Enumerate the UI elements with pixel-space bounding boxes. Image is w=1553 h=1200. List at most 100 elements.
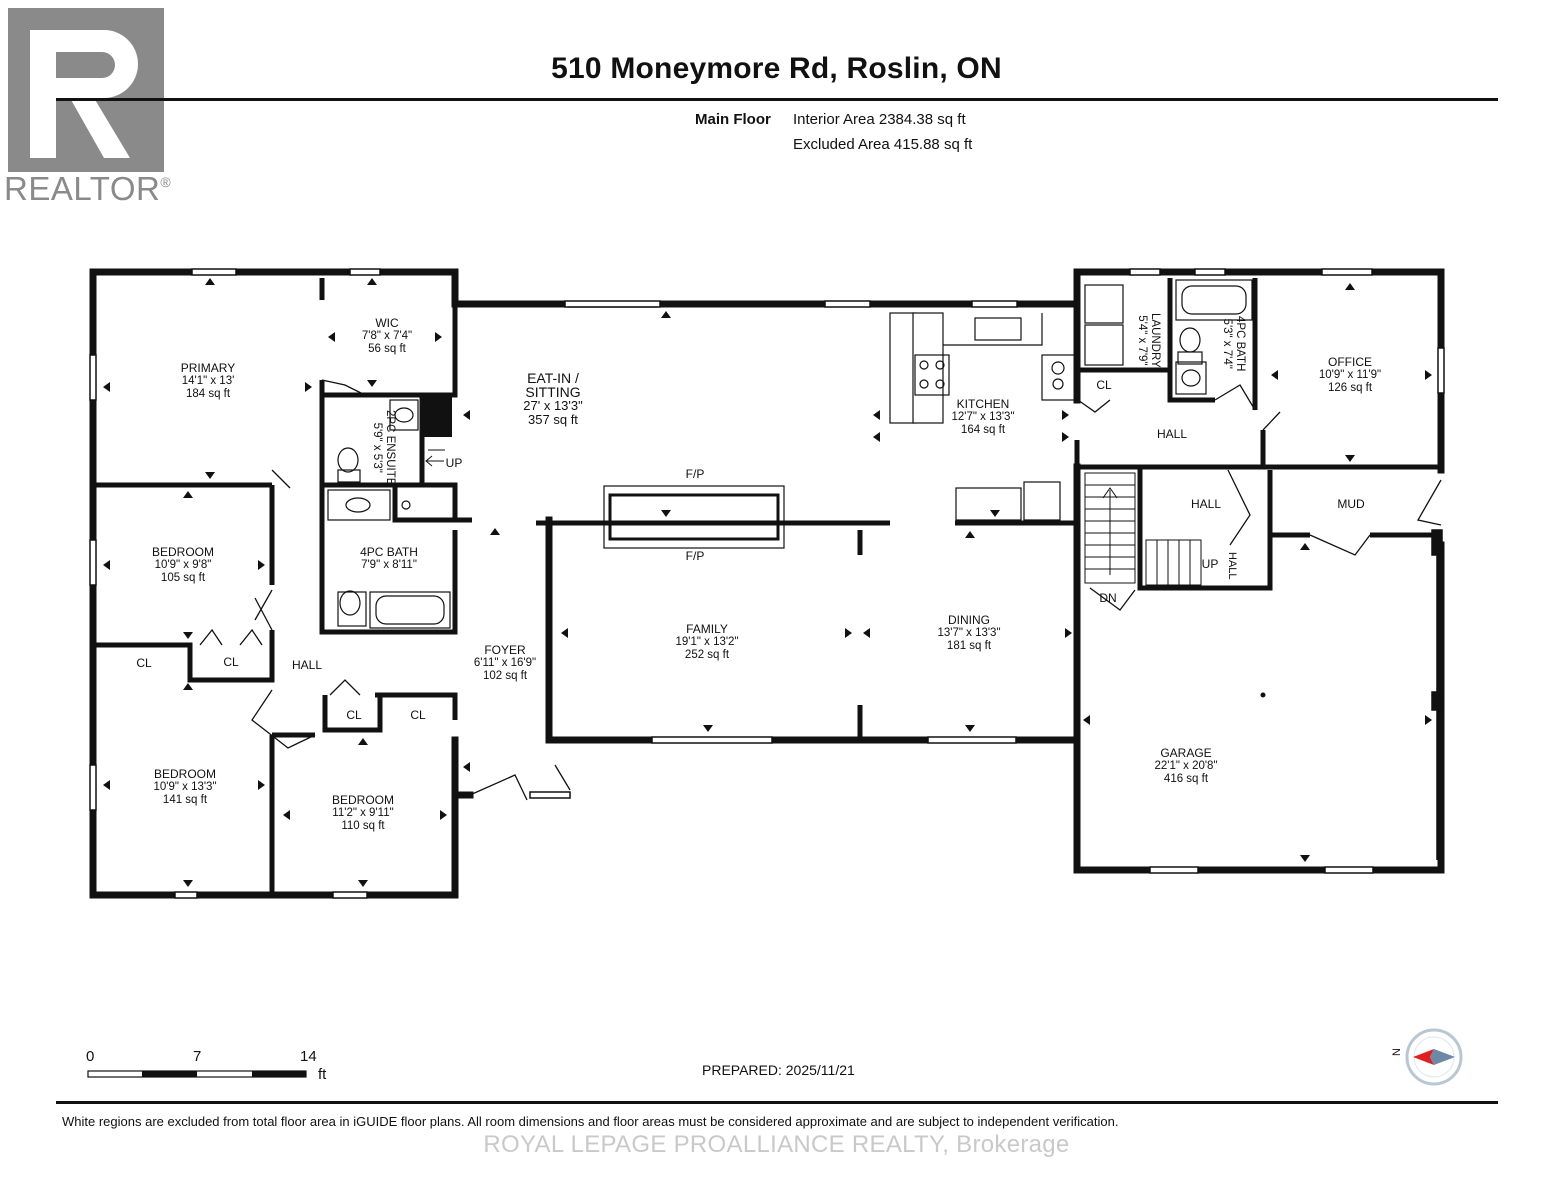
page-title: 510 Moneymore Rd, Roslin, ON — [551, 52, 1002, 85]
door-swing — [254, 469, 291, 621]
label-closet: CL — [1096, 378, 1112, 392]
kitchen-fixtures — [889, 312, 1078, 521]
prepared-date: PREPARED: 2025/11/21 — [702, 1062, 855, 1078]
label-closet: CL — [410, 708, 426, 722]
label-stairs-down: DN — [1099, 591, 1117, 605]
scale-tick-0: 0 — [86, 1048, 95, 1065]
footer-rule — [56, 1101, 1498, 1104]
label-closet: CL — [346, 708, 362, 722]
stair-block — [422, 397, 452, 437]
label-closet: CL — [223, 655, 239, 669]
wall-closets — [93, 630, 275, 683]
scale-bar — [87, 1070, 307, 1078]
label-hall: HALL — [291, 658, 323, 672]
header-rule — [56, 98, 1498, 101]
compass-icon — [1405, 1028, 1463, 1086]
disclaimer: White regions are excluded from total fl… — [62, 1114, 1119, 1129]
label-fireplace: F/P — [685, 549, 705, 563]
window — [971, 300, 1018, 308]
window — [349, 268, 381, 276]
window — [174, 891, 198, 899]
door-swing — [1227, 469, 1251, 546]
door-swing — [254, 597, 273, 631]
scale-tick-14: 14 — [300, 1048, 317, 1065]
wall-garage — [1073, 463, 1445, 874]
door-swing — [1416, 479, 1442, 526]
window — [1194, 268, 1226, 276]
wall-wic-east — [422, 272, 458, 398]
brokerage-watermark: ROYAL LEPAGE PROALLIANCE REALTY, Brokera… — [483, 1131, 1070, 1158]
closet-door-swing — [199, 628, 263, 646]
wall-bath-north — [322, 482, 458, 520]
wall-north-left — [89, 268, 459, 308]
excluded-area: Excluded Area 415.88 sq ft — [793, 136, 973, 153]
window — [1324, 866, 1374, 874]
label-closet: CL — [136, 656, 152, 670]
door-swing — [251, 689, 316, 749]
door-swing — [1262, 411, 1281, 431]
door-swing — [469, 764, 571, 801]
realtor-logo-icon — [8, 8, 164, 172]
wall-bath-partition — [392, 485, 455, 523]
label-stairs-up: UP — [445, 456, 463, 470]
window — [564, 300, 661, 308]
bathroom-fixtures — [327, 279, 1253, 629]
floor-drain — [1260, 692, 1266, 698]
label-hall: HALL — [1226, 552, 1238, 580]
window — [191, 268, 237, 276]
garage-post — [1431, 529, 1443, 556]
window — [824, 300, 871, 308]
stairs-up-right — [1145, 539, 1202, 586]
scale-tick-7: 7 — [193, 1048, 202, 1065]
label-hall: HALL — [1190, 497, 1222, 511]
realtor-wordmark: REALTOR® — [4, 170, 172, 207]
label-fireplace: F/P — [685, 467, 705, 481]
window — [529, 791, 571, 799]
label-stairs-up: UP — [1201, 557, 1219, 571]
door-swing — [1089, 587, 1136, 611]
dimension-markers — [103, 278, 1432, 887]
wall-laundry-box — [1074, 367, 1173, 400]
window — [332, 891, 368, 899]
wall-foyer-sw — [451, 736, 474, 799]
scale-unit: ft — [318, 1066, 327, 1083]
stairs-down — [1084, 472, 1136, 584]
label-hall: HALL — [1156, 427, 1188, 441]
window — [89, 354, 97, 401]
window — [1321, 268, 1373, 276]
wall-closet-bed3 — [322, 695, 383, 733]
wall-bath-right — [1167, 278, 1215, 403]
door-swing — [1309, 534, 1371, 556]
window — [89, 764, 97, 811]
wall-stairs — [1137, 467, 1273, 591]
closet-door-swing — [329, 679, 361, 696]
interior-area: Interior Area 2384.38 sq ft — [793, 111, 966, 128]
label-mud: MUD — [1337, 497, 1365, 511]
window — [89, 539, 97, 586]
door-swing — [321, 379, 366, 396]
wall-bath-left — [319, 485, 458, 635]
fireplace — [603, 485, 785, 549]
window — [927, 736, 1017, 744]
door-swing — [1214, 384, 1256, 411]
window — [1129, 268, 1161, 276]
wall-bed3-north-b — [375, 692, 458, 720]
door-swing — [1077, 399, 1111, 413]
window — [651, 736, 773, 744]
